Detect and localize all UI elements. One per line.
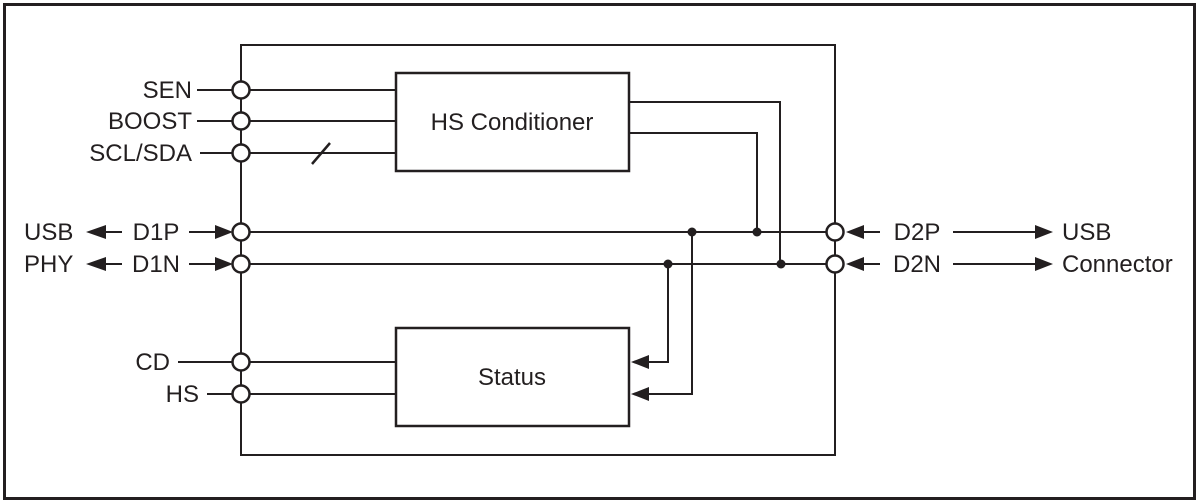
d2p-right-arrowhead-icon: [1035, 225, 1053, 239]
d2-external-arrows: [846, 225, 1053, 271]
pin-boost: [231, 111, 251, 131]
junction-dot-dp-hsout: [752, 227, 762, 237]
pin-sen: [231, 80, 251, 100]
usb-connector-label-line1: USB: [1062, 219, 1111, 246]
hs-label: HS: [166, 381, 199, 408]
junction-dot-dn-hsout: [776, 259, 786, 269]
pin-d1p: [231, 222, 251, 242]
status-label: Status: [478, 364, 546, 391]
pin-cd: [231, 352, 251, 372]
junction-dot-dp-status: [687, 227, 697, 237]
figure-border: [3, 3, 1196, 500]
hs-out-upper-wire: [629, 101, 781, 264]
d1p-right-arrowhead-icon: [215, 225, 233, 239]
junction-dot-dn-status: [663, 259, 673, 269]
status-box: [394, 326, 631, 428]
usb-phy-label-line2: PHY: [24, 251, 73, 278]
hs-out-lower-wire: [629, 132, 758, 232]
pin-d1n: [231, 254, 251, 274]
pin-hs: [231, 384, 251, 404]
pin-d2p: [825, 222, 845, 242]
control-wires: [197, 89, 396, 165]
pin-d2n: [825, 254, 845, 274]
d2p-left-arrowhead-icon: [846, 225, 864, 239]
sen-label: SEN: [143, 77, 192, 104]
status-block: Status: [394, 326, 631, 428]
usb-connector-label-line2: Connector: [1062, 251, 1173, 278]
d1n-label: D1N: [132, 251, 180, 278]
d2p-label: D2P: [894, 219, 941, 246]
pin-scl-sda: [231, 143, 251, 163]
status-input-wires: [178, 361, 396, 395]
d1p-left-arrowhead-icon: [86, 225, 106, 239]
d1n-left-arrowhead-icon: [86, 257, 106, 271]
d1p-label: D1P: [133, 219, 180, 246]
scl-sda-label: SCL/SDA: [89, 140, 192, 167]
cd-label: CD: [135, 349, 170, 376]
usb-phy-label-line1: USB: [24, 219, 73, 246]
dp-to-status-wire: [649, 232, 693, 395]
d1-external-arrows: [86, 225, 233, 271]
data-lines: [250, 231, 826, 265]
d1n-right-arrowhead-icon: [215, 257, 233, 271]
hs-conditioner-label: HS Conditioner: [431, 109, 594, 136]
d2n-left-arrowhead-icon: [846, 257, 864, 271]
pin-terminals: [231, 80, 845, 404]
status-feed-wires: [631, 227, 697, 401]
device-outline: [240, 44, 836, 456]
d2n-label: D2N: [893, 251, 941, 278]
d2n-right-arrowhead-icon: [1035, 257, 1053, 271]
status-upper-arrowhead-icon: [631, 355, 649, 369]
bus-slash-mark: [311, 142, 331, 165]
boost-label: BOOST: [108, 108, 192, 135]
dn-to-status-wire: [649, 264, 669, 363]
hs-conditioner-output-wires: [629, 101, 786, 269]
labels: SEN BOOST SCL/SDA USB PHY D1P D1N CD HS …: [24, 77, 1173, 408]
hs-conditioner-block: HS Conditioner: [394, 71, 631, 173]
status-lower-arrowhead-icon: [631, 387, 649, 401]
